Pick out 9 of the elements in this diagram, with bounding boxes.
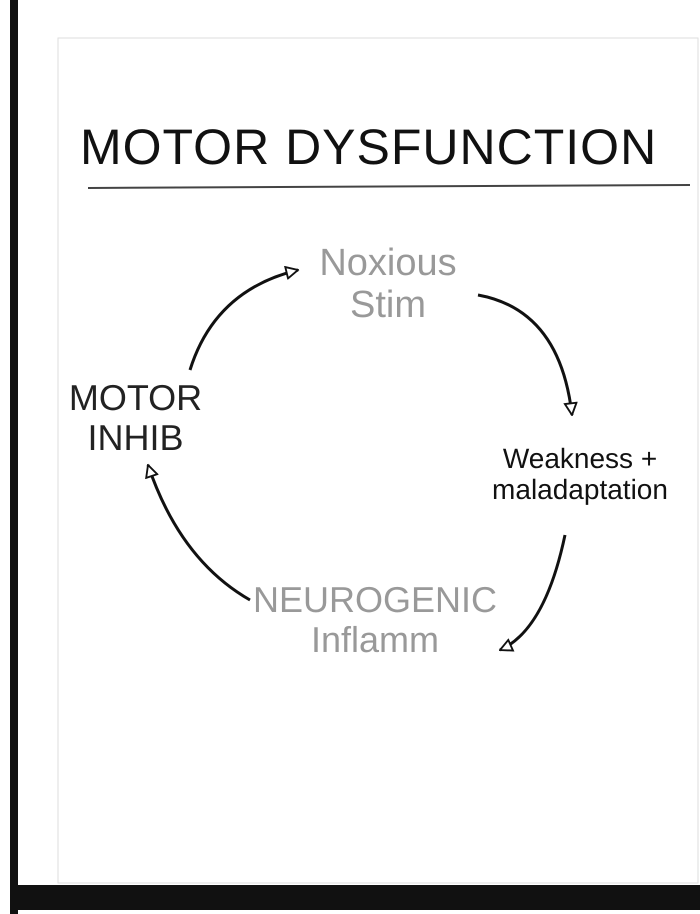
node-label: Weakness + maladaptation: [491, 444, 669, 506]
node-label: Noxious Stim: [318, 243, 458, 327]
title: MOTOR DYSFUNCTION: [80, 118, 658, 176]
curved-arrow: [146, 464, 251, 602]
curved-arrow: [499, 534, 566, 652]
curved-arrow: [478, 294, 577, 416]
curved-arrow: [188, 266, 299, 370]
node-label: NEUROGENIC Inflamm: [252, 580, 498, 660]
node-label: MOTOR INHIB: [68, 378, 203, 458]
